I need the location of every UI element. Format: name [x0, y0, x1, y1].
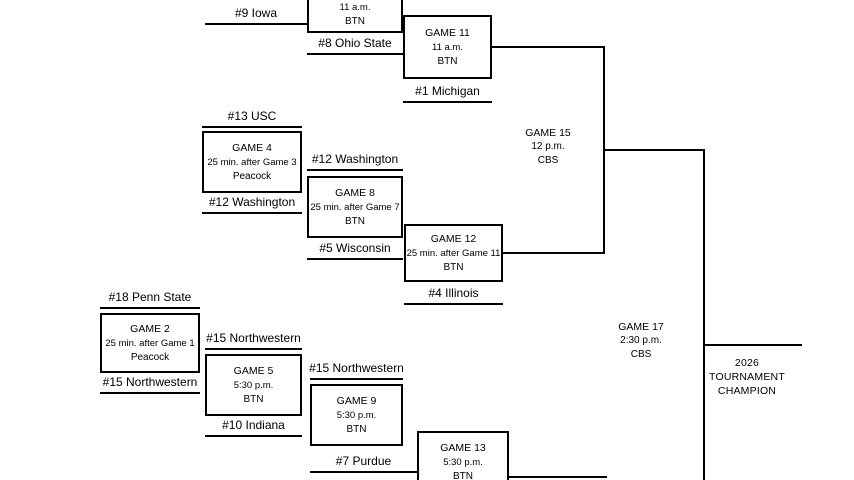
team-usc-label: #13 USC — [227, 109, 277, 123]
team-northwestern-round2: #15 Northwestern — [205, 330, 302, 350]
team-iowa: #9 Iowa — [205, 5, 307, 25]
game-5-label: GAME 5 — [233, 365, 274, 377]
game-12-label: GAME 12 — [430, 233, 477, 245]
team-washington-round2-label: #12 Washington — [311, 152, 399, 166]
game-2-network: Peacock — [130, 352, 170, 363]
team-purdue-label: #7 Purdue — [335, 454, 392, 468]
team-michigan: #1 Michigan — [403, 83, 492, 103]
team-northwestern-round2-label: #15 Northwestern — [206, 331, 301, 345]
team-northwestern-round1: #15 Northwestern — [100, 374, 200, 394]
game-17-time: 2:30 p.m. — [620, 335, 662, 346]
team-wisconsin-label: #5 Wisconsin — [319, 241, 391, 255]
champion-year: 2026 — [734, 357, 760, 369]
game-8-box: GAME 8 25 min. after Game 7 BTN — [307, 176, 403, 238]
team-michigan-label: #1 Michigan — [415, 84, 480, 98]
game-5-box: GAME 5 5:30 p.m. BTN — [205, 354, 302, 416]
game-4-label: GAME 4 — [232, 142, 272, 154]
game-8-label: GAME 8 — [335, 187, 375, 199]
game-9-box: GAME 9 5:30 p.m. BTN — [310, 384, 403, 446]
game-15-label-block: GAME 15 12 p.m. CBS — [503, 126, 593, 168]
game-9-network: BTN — [346, 424, 367, 435]
team-illinois-label: #4 Illinois — [428, 286, 479, 300]
team-indiana: #10 Indiana — [205, 417, 302, 437]
game-2-box: GAME 2 25 min. after Game 1 Peacock — [100, 313, 200, 373]
game-4-box: GAME 4 25 min. after Game 3 Peacock — [202, 131, 302, 193]
game-15-label: GAME 15 — [525, 127, 571, 139]
game-13-network: BTN — [453, 471, 473, 480]
game-7-box: 11 a.m. BTN — [307, 0, 403, 33]
game-15-time: 12 p.m. — [531, 141, 565, 152]
game-7-time: 11 a.m. — [339, 2, 371, 13]
team-illinois: #4 Illinois — [404, 285, 503, 305]
connector-champion-line — [703, 344, 802, 346]
team-northwestern-round3-label: #15 Northwestern — [309, 361, 404, 375]
game-11-network: BTN — [437, 56, 458, 67]
game-13-box: GAME 13 5:30 p.m. BTN — [417, 431, 509, 480]
team-iowa-label: #9 Iowa — [234, 6, 278, 20]
team-washington-round1-label: #12 Washington — [208, 195, 296, 209]
game-17-label-block: GAME 17 2:30 p.m. CBS — [596, 320, 686, 362]
game-11-time: 11 a.m. — [432, 42, 463, 53]
team-penn-state: #18 Penn State — [100, 289, 200, 309]
game-17-network: CBS — [630, 349, 652, 360]
game-2-time: 25 min. after Game 1 — [105, 338, 195, 349]
connector-game11-winner-line — [492, 46, 605, 48]
game-11-label: GAME 11 — [425, 27, 470, 39]
team-purdue: #7 Purdue — [310, 453, 417, 473]
team-northwestern-round3: #15 Northwestern — [309, 360, 404, 380]
connector-game12-winner-line — [503, 252, 605, 254]
game-2-label: GAME 2 — [130, 323, 170, 335]
team-ohio-state-label: #8 Ohio State — [318, 36, 392, 50]
team-penn-state-label: #18 Penn State — [108, 290, 192, 304]
game-8-time: 25 min. after Game 7 — [310, 202, 400, 213]
team-northwestern-round1-label: #15 Northwestern — [102, 375, 198, 389]
game-5-time: 5:30 p.m. — [233, 380, 274, 391]
game-12-time: 25 min. after Game 11 — [406, 248, 501, 259]
game-11-box: GAME 11 11 a.m. BTN — [403, 15, 492, 79]
team-wisconsin: #5 Wisconsin — [307, 240, 403, 260]
team-washington-round1: #12 Washington — [202, 194, 302, 214]
game-5-network: BTN — [243, 394, 264, 405]
connector-game15-winner-line — [603, 149, 705, 151]
champion-label: 2026 TOURNAMENT CHAMPION — [697, 356, 797, 398]
team-indiana-label: #10 Indiana — [222, 418, 285, 432]
game-9-time: 5:30 p.m. — [336, 410, 377, 421]
connector-game13-winner-line — [509, 476, 607, 478]
game-15-network: CBS — [537, 155, 559, 166]
game-4-network: Peacock — [232, 171, 272, 182]
champion-word-tournament: TOURNAMENT — [709, 371, 785, 383]
team-ohio-state: #8 Ohio State — [307, 35, 403, 55]
team-usc: #13 USC — [202, 108, 302, 128]
game-4-time: 25 min. after Game 3 — [207, 157, 297, 168]
connector-final-vertical — [703, 149, 705, 480]
game-13-label: GAME 13 — [440, 442, 486, 454]
game-7-network: BTN — [345, 16, 365, 27]
game-9-label: GAME 9 — [336, 395, 377, 407]
game-12-network: BTN — [443, 262, 464, 273]
team-washington-round2: #12 Washington — [307, 151, 403, 171]
champion-word-champion: CHAMPION — [717, 385, 777, 397]
game-12-box: GAME 12 25 min. after Game 11 BTN — [404, 224, 503, 282]
game-8-network: BTN — [345, 216, 365, 227]
game-13-time: 5:30 p.m. — [443, 457, 483, 468]
game-17-label: GAME 17 — [618, 321, 664, 333]
